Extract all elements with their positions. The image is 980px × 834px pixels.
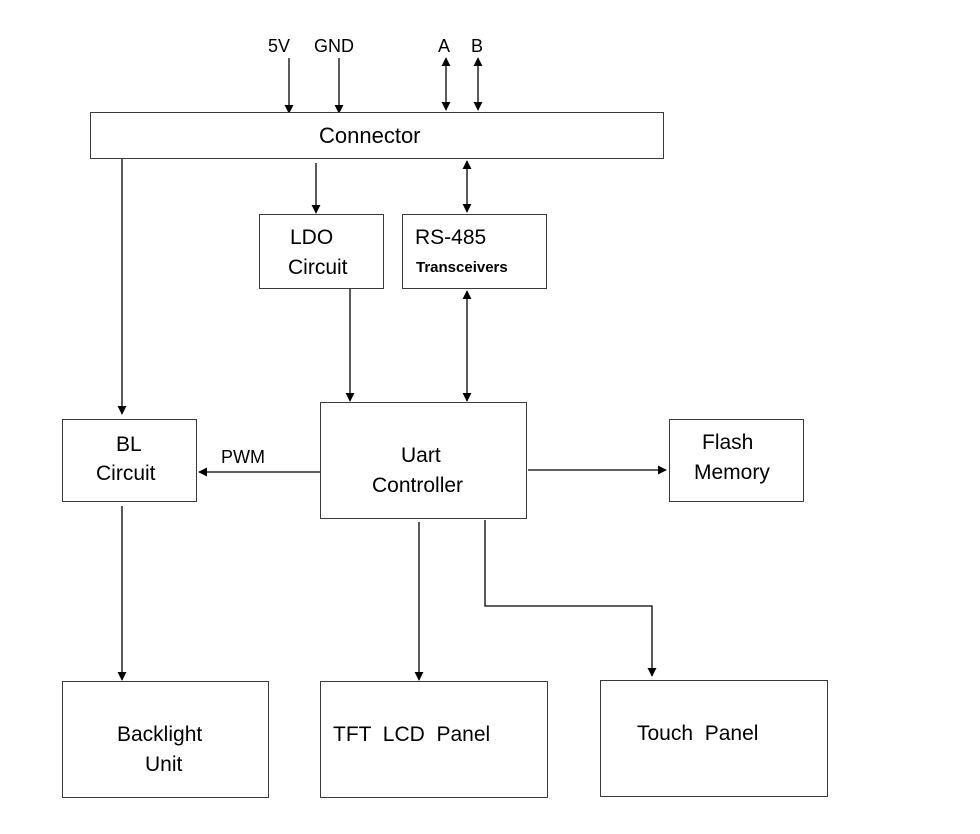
touch-label: Touch Panel [637, 722, 759, 745]
backlight-label-line2: Unit [145, 753, 183, 776]
flash-memory-block: Flash Memory [669, 419, 804, 502]
uart-label-line2: Controller [372, 474, 464, 497]
backlight-unit-block: Backlight Unit [62, 681, 269, 798]
rs485-label-line1: RS-485 [415, 226, 487, 249]
signal-label-pwm: PWM [221, 447, 265, 467]
connector-label: Connector [319, 123, 421, 148]
bl-label-line2: Circuit [96, 462, 156, 485]
touch-panel-block: Touch Panel [600, 680, 828, 797]
bl-label-line1: BL [116, 433, 142, 456]
signal-label-5v: 5V [268, 36, 291, 56]
bl-circuit-block: BL Circuit [62, 419, 197, 502]
uart-label-line1: Uart [401, 444, 441, 467]
signal-label-b: B [471, 36, 484, 56]
ldo-label-line1: LDO [290, 226, 334, 249]
tft-lcd-panel-block: TFT LCD Panel [320, 681, 548, 798]
backlight-label-line1: Backlight [117, 723, 203, 746]
tft-label: TFT LCD Panel [333, 723, 491, 746]
signal-label-a: A [438, 36, 451, 56]
flash-label-line1: Flash [702, 431, 754, 454]
flash-label-line2: Memory [694, 461, 770, 484]
uart-controller-block: Uart Controller [320, 402, 527, 519]
connector-block: Connector [90, 112, 664, 159]
wire-uart-to-touch [484, 520, 657, 677]
rs485-transceivers-block: RS-485 Transceivers [402, 214, 547, 289]
ldo-label-line2: Circuit [288, 256, 348, 279]
rs485-label-line2: Transceivers [416, 259, 508, 276]
ldo-circuit-block: LDO Circuit [259, 214, 384, 289]
signal-label-gnd: GND [314, 36, 354, 56]
